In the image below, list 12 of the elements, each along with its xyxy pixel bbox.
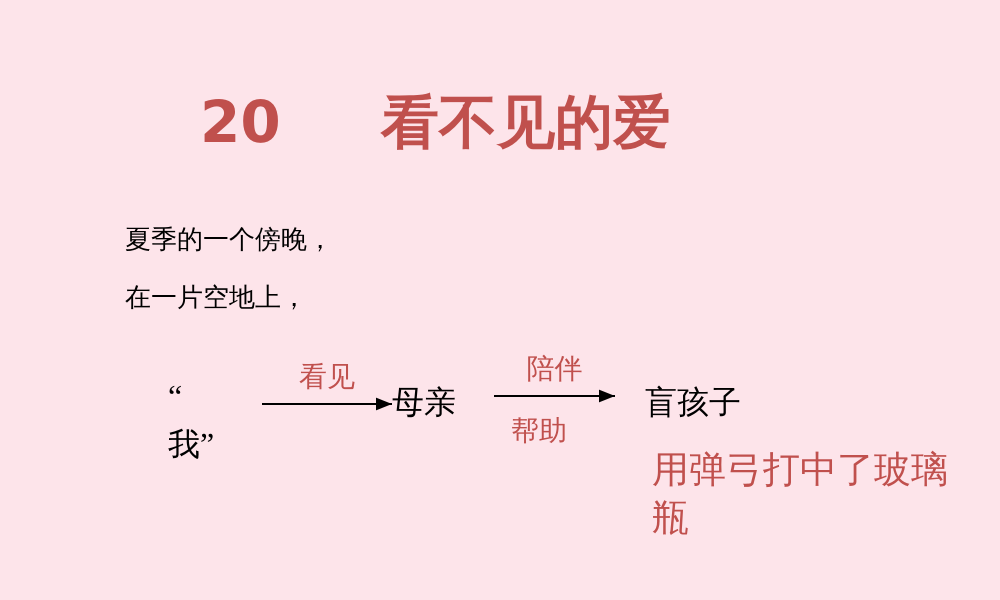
edge-label: 看见 <box>298 359 356 395</box>
node-label: “ 我” <box>168 377 216 464</box>
title: 20 看不见的爱 <box>200 92 672 153</box>
edge-label: 陪伴 <box>526 351 584 387</box>
body-text: 夏季的一个傍晚， <box>125 224 333 256</box>
node-label: 盲孩子 <box>645 383 742 422</box>
node-caption: 用弹弓打中了玻璃瓶 <box>652 447 949 542</box>
body-text: 在一片空地上， <box>125 282 307 314</box>
arrow <box>262 398 392 410</box>
arrow-caption: 帮助 <box>511 413 567 449</box>
arrow <box>494 390 615 402</box>
node-label: 母亲 <box>392 383 457 422</box>
